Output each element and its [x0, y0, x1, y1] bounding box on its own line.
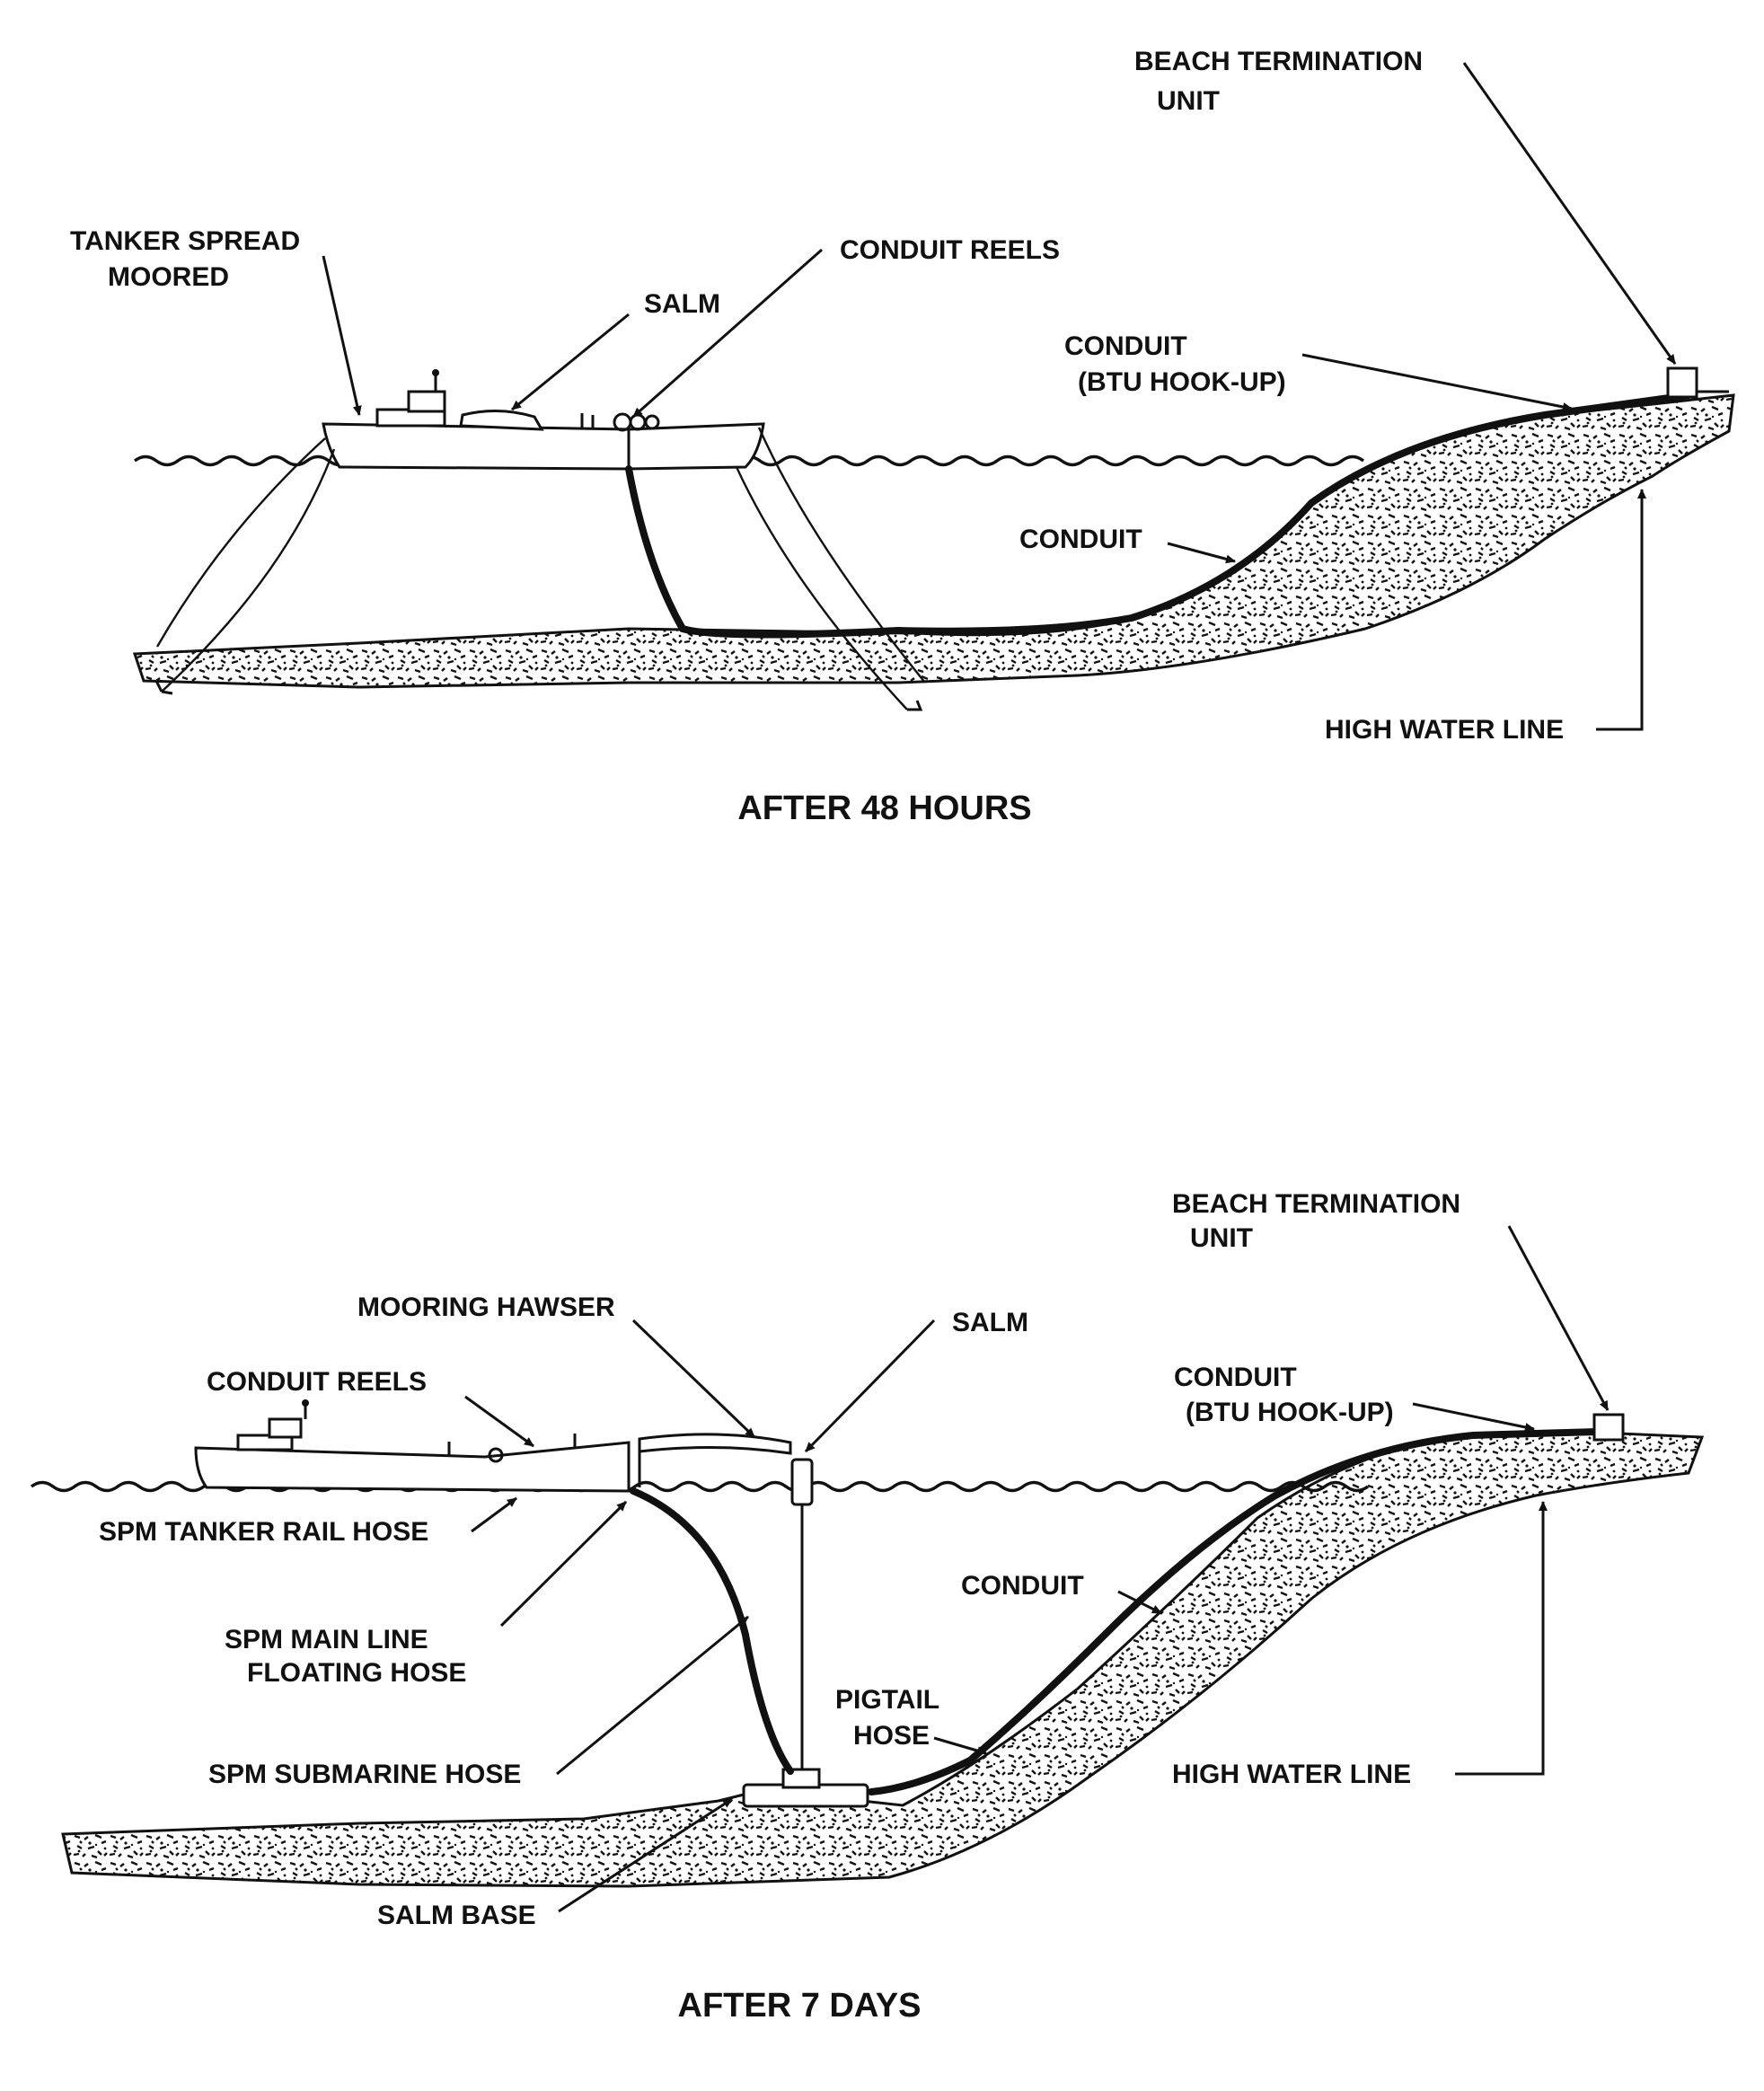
- top-label-conduit: CONDUIT: [1019, 525, 1142, 554]
- bottom-label-beach-termination-1: BEACH TERMINATION: [1172, 1189, 1460, 1219]
- top-tanker: [322, 369, 765, 471]
- top-label-conduit-btu-2: (BTU HOOK-UP): [1078, 367, 1286, 397]
- top-caption: AFTER 48 HOURS: [737, 790, 1031, 827]
- bottom-label-conduit-btu-1: CONDUIT: [1174, 1363, 1297, 1392]
- bottom-seabed-ground: [61, 1431, 1705, 1888]
- bottom-label-spm-tanker-rail-hose: SPM TANKER RAIL HOSE: [99, 1517, 428, 1547]
- bottom-label-salm: SALM: [952, 1308, 1028, 1337]
- bottom-salm-buoy: [790, 1458, 814, 1506]
- top-mooring-line-3: [757, 427, 926, 684]
- bottom-label-high-water-line: HIGH WATER LINE: [1172, 1760, 1411, 1789]
- bottom-mooring-hawser-line: [638, 1433, 792, 1455]
- top-label-conduit-btu-1: CONDUIT: [1064, 331, 1187, 361]
- top-label-salm: SALM: [644, 289, 720, 319]
- bottom-conduit-line: [868, 1428, 1602, 1795]
- bottom-label-pigtail-2: HOSE: [853, 1721, 930, 1751]
- bottom-tanker: [194, 1399, 631, 1493]
- bottom-label-conduit-btu-2: (BTU HOOK-UP): [1186, 1398, 1394, 1427]
- top-mooring-line-4: [735, 466, 908, 710]
- bottom-label-spm-main-line-1: SPM MAIN LINE: [225, 1625, 428, 1654]
- bottom-submarine-hose: [630, 1487, 794, 1775]
- top-label-tanker-1: TANKER SPREAD: [70, 226, 300, 256]
- bottom-label-salm-base: SALM BASE: [377, 1901, 536, 1930]
- top-mooring-line-2: [161, 448, 336, 693]
- top-label-beach-termination-1: BEACH TERMINATION: [1134, 47, 1423, 76]
- bottom-label-pigtail-1: PIGTAIL: [835, 1685, 939, 1715]
- bottom-label-spm-submarine-hose: SPM SUBMARINE HOSE: [208, 1760, 521, 1789]
- bottom-panel: BEACH TERMINATION UNIT MOORING HAWSER SA…: [30, 1189, 1705, 2025]
- top-panel: BEACH TERMINATION UNIT TANKER SPREAD MOO…: [70, 47, 1735, 827]
- bottom-label-beach-termination-2: UNIT: [1190, 1223, 1253, 1253]
- bottom-caption: AFTER 7 DAYS: [678, 1987, 922, 2025]
- bottom-label-spm-main-line-2: FLOATING HOSE: [247, 1658, 466, 1688]
- bottom-label-conduit: CONDUIT: [961, 1571, 1084, 1601]
- bottom-beach-termination-unit: [1592, 1413, 1625, 1442]
- top-mooring-line-1: [155, 437, 326, 648]
- top-label-high-water-line: HIGH WATER LINE: [1325, 715, 1564, 745]
- top-conduit-line: [625, 392, 1692, 639]
- top-label-tanker-2: MOORED: [108, 262, 229, 292]
- top-beach-termination-unit: [1666, 366, 1698, 399]
- bottom-label-conduit-reels: CONDUIT REELS: [207, 1367, 427, 1397]
- bottom-label-mooring-hawser: MOORING HAWSER: [357, 1293, 615, 1322]
- top-label-conduit-reels: CONDUIT REELS: [840, 235, 1060, 265]
- top-label-beach-termination-2: UNIT: [1157, 86, 1220, 116]
